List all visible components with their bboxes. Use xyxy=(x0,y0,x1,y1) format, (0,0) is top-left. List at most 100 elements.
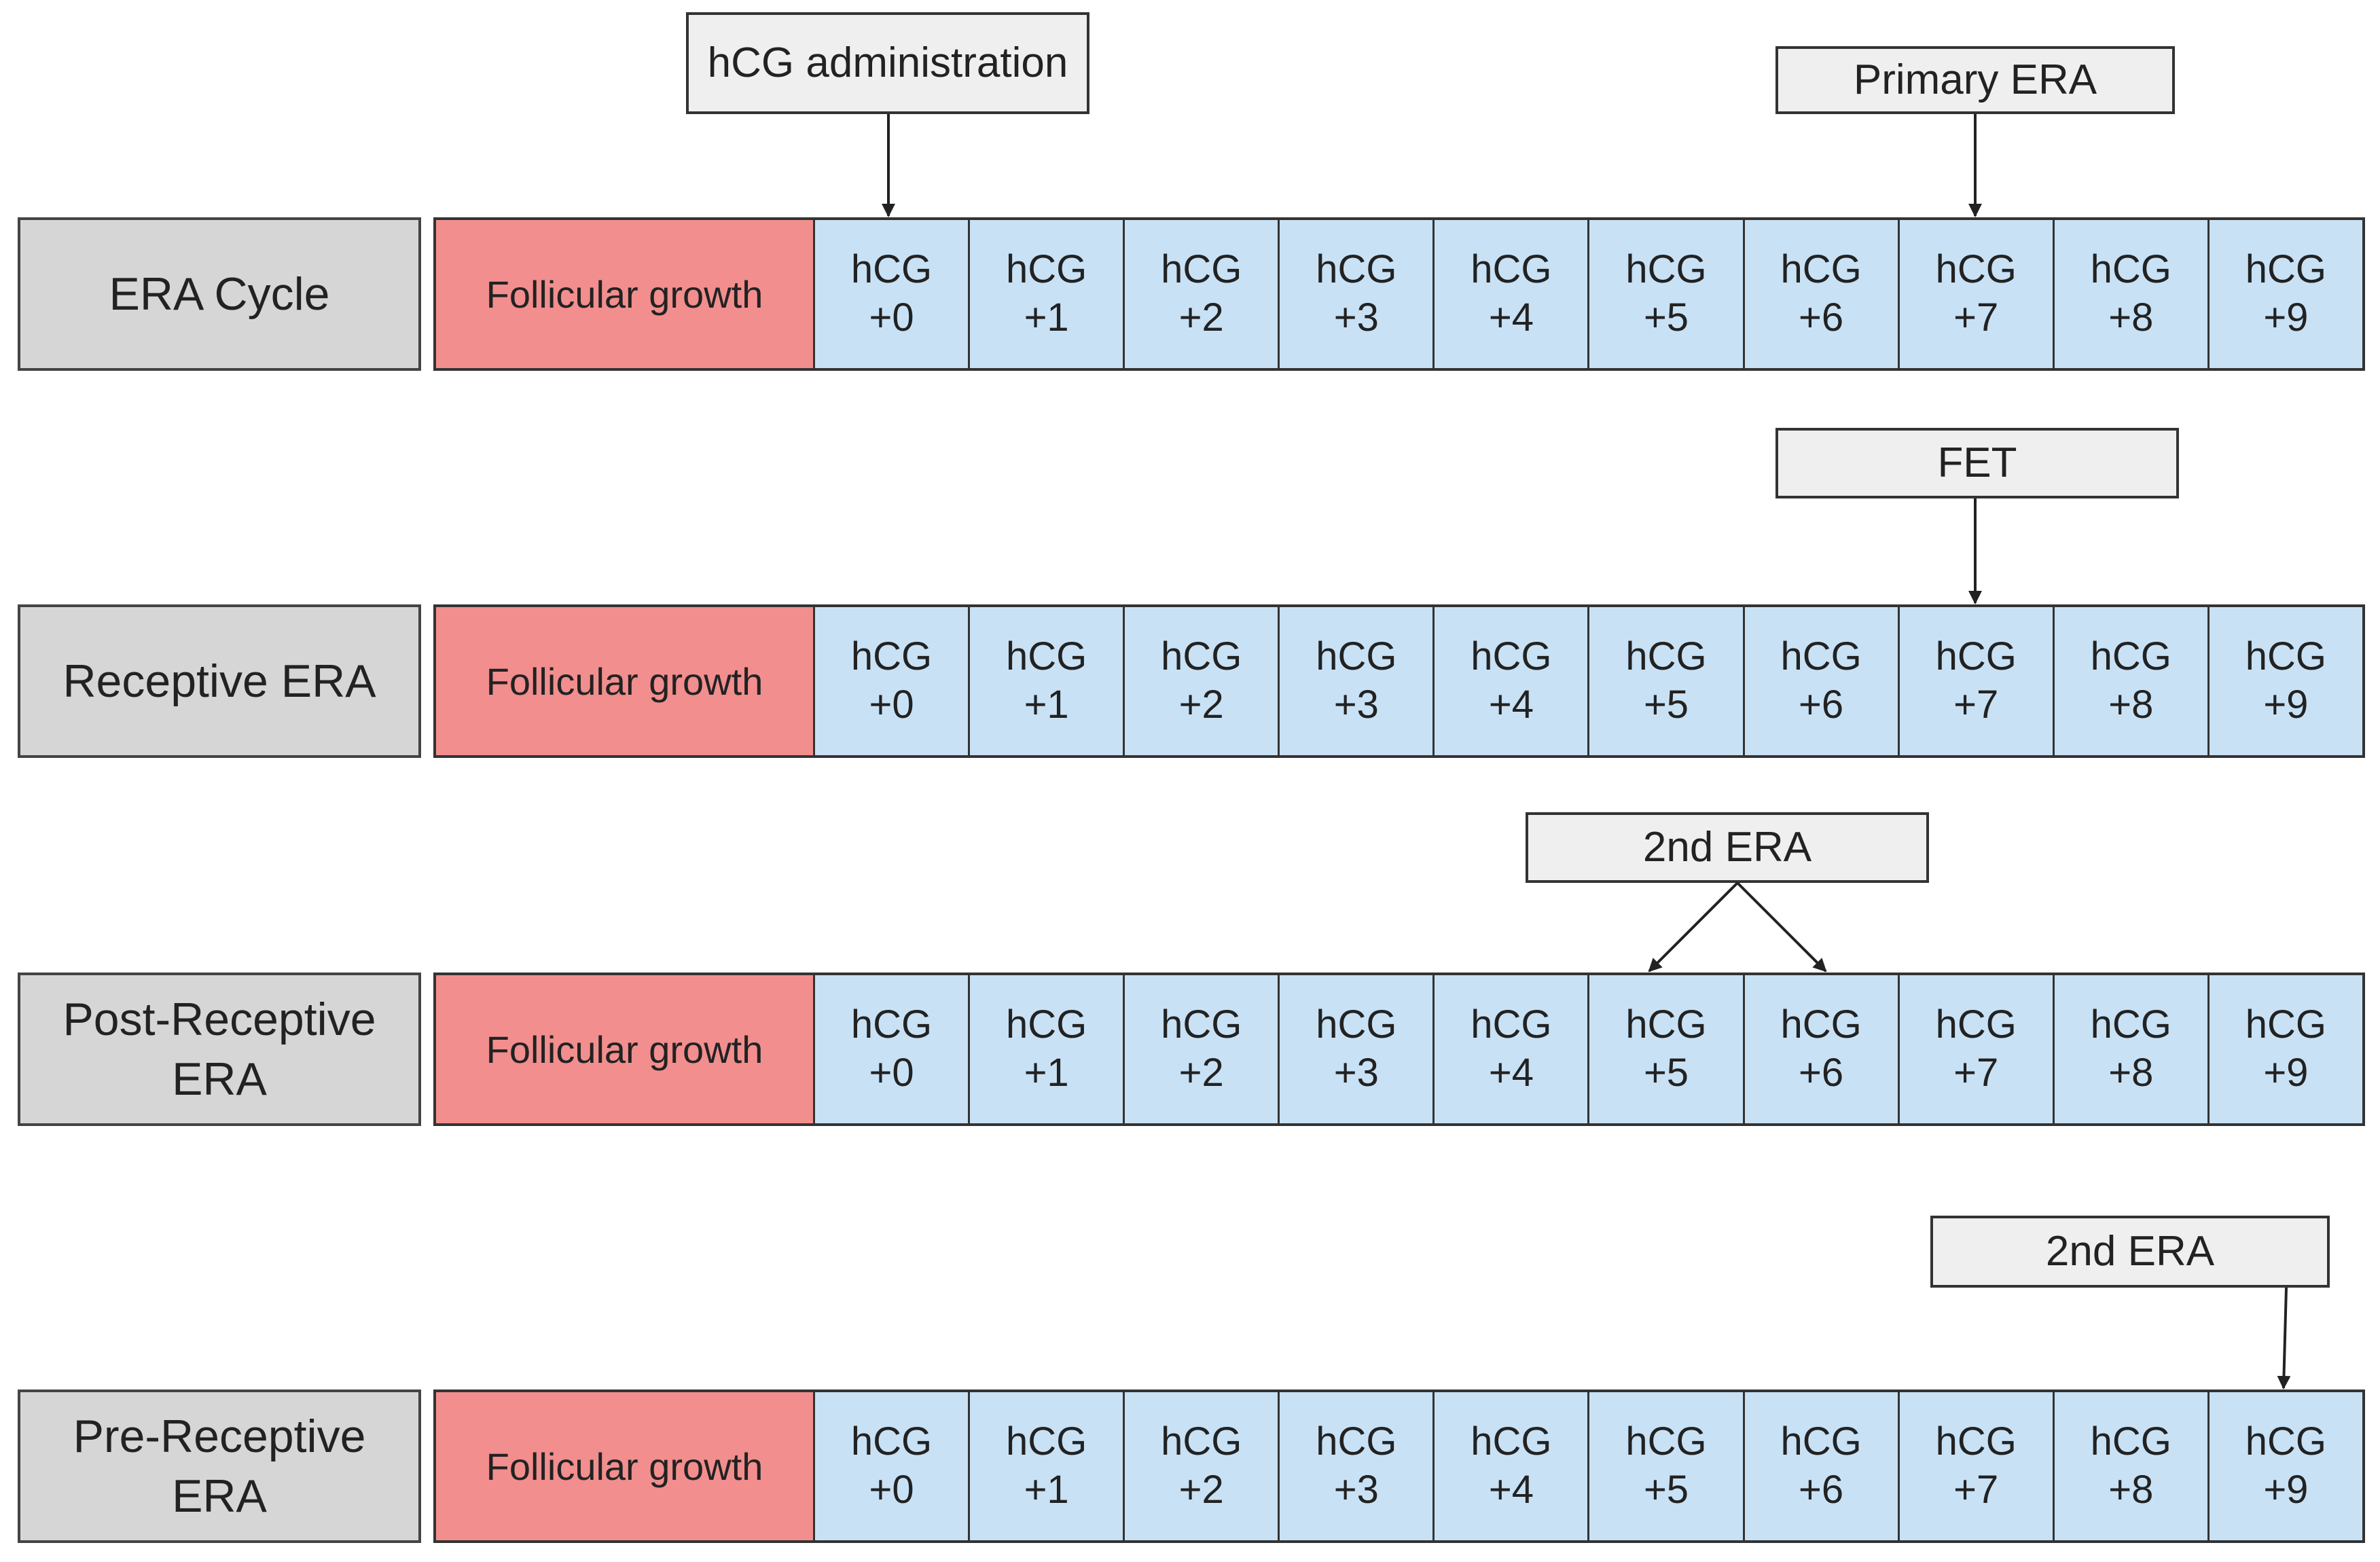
arrow-second-era-pre xyxy=(2277,1287,2291,1390)
day-bottom: +5 xyxy=(1643,683,1689,727)
day-cell: hCG+9 xyxy=(2209,975,2362,1123)
day-cell: hCG+6 xyxy=(1744,975,1900,1123)
day-top: hCG xyxy=(1316,247,1397,292)
day-bottom: +0 xyxy=(869,1468,914,1512)
day-top: hCG xyxy=(1161,634,1242,679)
day-cell: hCG+1 xyxy=(970,220,1125,368)
callout-hcg-administration-text: hCG administration xyxy=(707,39,1068,87)
follicular-growth-cell: Follicular growth xyxy=(436,1392,815,1540)
follicular-growth-label: Follicular growth xyxy=(486,1028,763,1071)
day-cell: hCG+5 xyxy=(1589,607,1745,755)
day-bottom: +1 xyxy=(1024,1468,1069,1512)
day-cell: hCG+3 xyxy=(1280,975,1435,1123)
day-top: hCG xyxy=(1471,1002,1552,1047)
row-label-era-cycle: ERA Cycle xyxy=(18,217,421,371)
row-label-text: Post-Receptive ERA xyxy=(62,993,376,1105)
day-bottom: +1 xyxy=(1024,1051,1069,1095)
day-top: hCG xyxy=(1780,247,1862,292)
day-top: hCG xyxy=(1161,1419,1242,1464)
follicular-growth-cell: Follicular growth xyxy=(436,975,815,1123)
day-bottom: +5 xyxy=(1643,1468,1689,1512)
arrow-second-era-post-left xyxy=(1648,882,1739,973)
day-bottom: +2 xyxy=(1178,295,1224,340)
day-bottom: +6 xyxy=(1799,1468,1844,1512)
day-cell: hCG+6 xyxy=(1744,220,1900,368)
day-bottom: +6 xyxy=(1799,295,1844,340)
callout-fet: FET xyxy=(1775,428,2179,498)
day-top: hCG xyxy=(2090,1419,2171,1464)
day-cell: hCG+0 xyxy=(815,1392,971,1540)
day-bottom: +0 xyxy=(869,683,914,727)
day-top: hCG xyxy=(1780,1002,1862,1047)
day-top: hCG xyxy=(1935,247,2017,292)
day-top: hCG xyxy=(2245,634,2327,679)
follicular-growth-label: Follicular growth xyxy=(486,1445,763,1488)
callout-primary-era: Primary ERA xyxy=(1775,46,2175,114)
day-cell: hCG+3 xyxy=(1280,1392,1435,1540)
day-cell: hCG+7 xyxy=(1899,1392,2055,1540)
day-top: hCG xyxy=(1625,634,1707,679)
day-top: hCG xyxy=(850,247,933,292)
callout-second-era-post: 2nd ERA xyxy=(1526,812,1929,883)
row-label-pre-receptive-era: Pre-Receptive ERA xyxy=(18,1390,421,1543)
day-cell: hCG+9 xyxy=(2209,607,2362,755)
day-bottom: +1 xyxy=(1024,683,1069,727)
follicular-growth-cell: Follicular growth xyxy=(436,220,815,368)
day-bottom: +9 xyxy=(2263,1468,2309,1512)
day-bottom: +5 xyxy=(1643,1051,1689,1095)
day-bottom: +3 xyxy=(1333,683,1379,727)
day-cell: hCG+4 xyxy=(1435,607,1590,755)
row-label-text: Pre-Receptive ERA xyxy=(73,1410,366,1522)
day-bottom: +1 xyxy=(1024,295,1069,340)
day-top: hCG xyxy=(1006,247,1087,292)
day-cell: hCG+0 xyxy=(815,975,971,1123)
day-bottom: +3 xyxy=(1333,1051,1379,1095)
row-label-text: Receptive ERA xyxy=(62,655,376,707)
day-top: hCG xyxy=(2090,634,2171,679)
day-top: hCG xyxy=(1780,1419,1862,1464)
day-top: hCG xyxy=(850,634,933,679)
timeline-post-receptive-era: Follicular growth hCG+0 hCG+1 hCG+2 hCG+… xyxy=(433,973,2365,1126)
day-cell: hCG+1 xyxy=(970,1392,1125,1540)
day-cell: hCG+4 xyxy=(1435,975,1590,1123)
day-bottom: +9 xyxy=(2263,295,2309,340)
day-bottom: +2 xyxy=(1178,1468,1224,1512)
day-cell: hCG+2 xyxy=(1125,220,1280,368)
callout-second-era-pre-text: 2nd ERA xyxy=(2045,1228,2215,1275)
day-bottom: +4 xyxy=(1488,1468,1534,1512)
day-top: hCG xyxy=(1625,1419,1707,1464)
day-top: hCG xyxy=(1161,1002,1242,1047)
day-top: hCG xyxy=(2090,247,2171,292)
day-top: hCG xyxy=(1316,1002,1397,1047)
timeline-receptive-era: Follicular growth hCG+0 hCG+1 hCG+2 hCG+… xyxy=(433,604,2365,758)
timeline-pre-receptive-era: Follicular growth hCG+0 hCG+1 hCG+2 hCG+… xyxy=(433,1390,2365,1543)
day-cell: hCG+0 xyxy=(815,607,971,755)
day-bottom: +7 xyxy=(1953,1468,1999,1512)
day-cell: hCG+1 xyxy=(970,975,1125,1123)
day-cell: hCG+2 xyxy=(1125,975,1280,1123)
day-top: hCG xyxy=(2245,247,2327,292)
arrow-second-era-post-right xyxy=(1736,882,1827,973)
day-cell: hCG+5 xyxy=(1589,975,1745,1123)
day-cell: hCG+1 xyxy=(970,607,1125,755)
callout-second-era-pre: 2nd ERA xyxy=(1930,1216,2330,1288)
day-bottom: +4 xyxy=(1488,683,1534,727)
day-top: hCG xyxy=(1935,634,2017,679)
day-cell: hCG+8 xyxy=(2054,1392,2210,1540)
day-cell: hCG+6 xyxy=(1744,607,1900,755)
callout-fet-text: FET xyxy=(1937,439,2017,487)
day-top: hCG xyxy=(1625,247,1707,292)
callout-second-era-post-text: 2nd ERA xyxy=(1642,824,1812,871)
day-bottom: +8 xyxy=(2108,295,2154,340)
day-bottom: +9 xyxy=(2263,683,2309,727)
day-bottom: +0 xyxy=(869,295,914,340)
day-bottom: +4 xyxy=(1488,1051,1534,1095)
day-top: hCG xyxy=(1471,634,1552,679)
day-top: hCG xyxy=(1316,634,1397,679)
row-label-receptive-era: Receptive ERA xyxy=(18,604,421,758)
day-cell: hCG+3 xyxy=(1280,220,1435,368)
follicular-growth-label: Follicular growth xyxy=(486,659,763,703)
day-cell: hCG+7 xyxy=(1899,975,2055,1123)
day-top: hCG xyxy=(1316,1419,1397,1464)
